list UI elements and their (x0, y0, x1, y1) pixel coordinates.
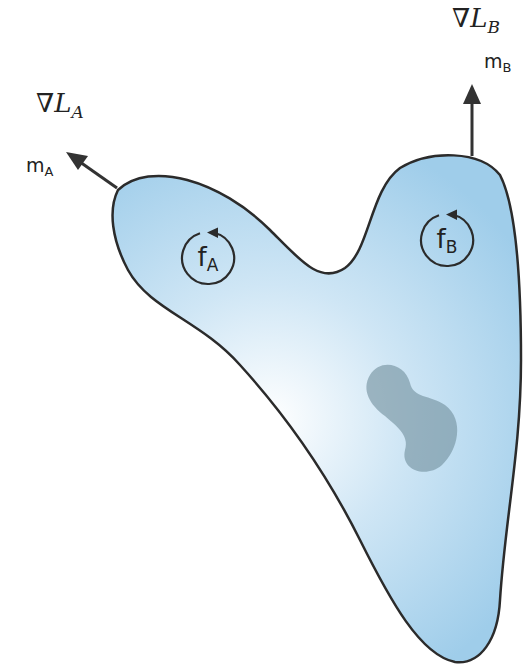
gradient-label: ∇LA (36, 90, 84, 121)
polarity-label: mB (484, 52, 511, 74)
nucleus (366, 365, 457, 472)
polarity-arrow-b (463, 84, 481, 156)
rotation-circle: fB (417, 210, 477, 270)
rotation-label: fB (437, 224, 458, 257)
cell-body (113, 155, 521, 662)
polarity-arrow-a (66, 152, 117, 188)
rotation-circle: fA (178, 228, 238, 288)
polarity-label: mA (26, 156, 53, 178)
gradient-label: ∇LB (452, 5, 500, 36)
rotation-label: fA (198, 242, 219, 275)
